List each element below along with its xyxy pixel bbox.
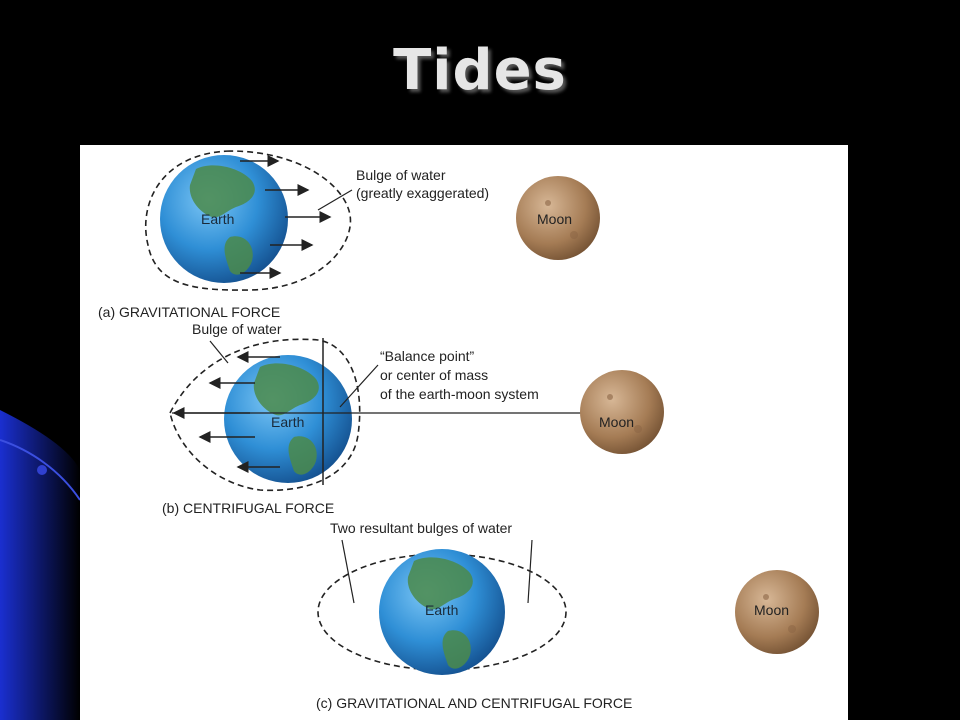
- bulge-label: Bulge of water: [356, 167, 446, 183]
- panel-b: Bulge of water “Balance point” or center…: [162, 321, 664, 516]
- earth-label: Earth: [201, 211, 234, 227]
- earth-label: Earth: [271, 414, 304, 430]
- background-swoosh: [0, 410, 80, 720]
- earth-globe-icon: [224, 355, 352, 483]
- water-bulge-outline: [144, 150, 352, 291]
- earth-globe-icon: [379, 549, 505, 675]
- moon-label: Moon: [537, 211, 572, 227]
- panel-caption: (b) CENTRIFUGAL FORCE: [162, 500, 334, 516]
- tides-diagram: Bulge of water (greatly exaggerated) Ear…: [80, 145, 848, 720]
- balance-point-label: “Balance point”: [380, 348, 475, 364]
- centrifugal-arrows: [172, 351, 280, 473]
- panel-caption: (a) GRAVITATIONAL FORCE: [98, 304, 280, 320]
- bulge-label: Bulge of water: [192, 321, 282, 337]
- panel-caption: (c) GRAVITATIONAL AND CENTRIFUGAL FORCE: [316, 695, 632, 711]
- panel-c: Two resultant bulges of water Earth Moon…: [316, 520, 819, 711]
- background-dot: [37, 465, 47, 475]
- earth-globe-icon: [160, 155, 288, 283]
- bulges-label: Two resultant bulges of water: [330, 520, 512, 536]
- bulge-label-note: (greatly exaggerated): [356, 185, 489, 201]
- moon-label: Moon: [754, 602, 789, 618]
- panel-a: Bulge of water (greatly exaggerated) Ear…: [98, 150, 600, 320]
- balance-point-note: of the earth-moon system: [380, 386, 539, 402]
- moon-icon: [580, 370, 664, 454]
- slide-title: Tides: [393, 38, 567, 103]
- moon-icon: [516, 176, 600, 260]
- balance-point-note: or center of mass: [380, 367, 488, 383]
- moon-icon: [735, 570, 819, 654]
- earth-label: Earth: [425, 602, 458, 618]
- moon-label: Moon: [599, 414, 634, 430]
- gravity-arrows: [240, 155, 332, 279]
